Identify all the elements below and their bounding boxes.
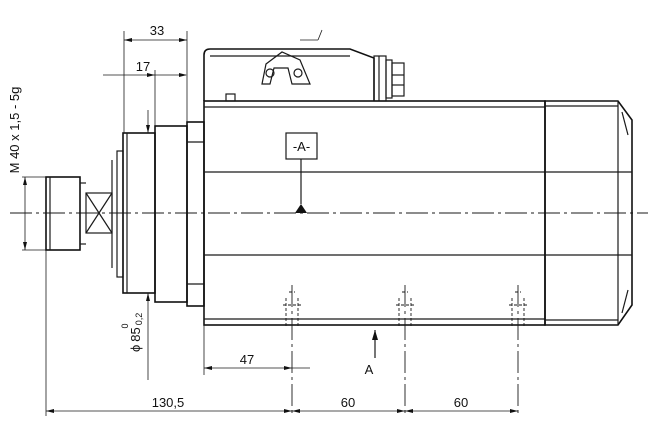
dim-47-label: 47 <box>240 352 254 367</box>
dim-60-second: 60 <box>405 395 518 413</box>
mounting-hole-2 <box>396 291 414 328</box>
dim-130-5-label: 130,5 <box>152 395 185 410</box>
datum-marker: -A- <box>285 132 318 213</box>
view-arrow: A <box>365 330 378 377</box>
diameter-tol-upper: 0 <box>120 323 130 328</box>
dim-33: 33 <box>123 23 188 133</box>
dim-17-label: 17 <box>136 59 150 74</box>
dim-33-label: 33 <box>150 23 164 38</box>
dim-60-first-label: 60 <box>341 395 355 410</box>
dim-130-5: 130,5 <box>45 250 292 416</box>
dim-17: 17 <box>103 59 187 126</box>
thread-label: M 40 x 1,5 - 5g <box>7 87 22 174</box>
front-flange <box>116 121 205 307</box>
diameter-tol-lower: 0,2 <box>134 313 144 326</box>
view-label: A <box>365 362 374 377</box>
rear-cap <box>544 100 633 326</box>
diameter-dimension: ϕ85 0 0,2 <box>120 110 150 380</box>
dim-60-first: 60 <box>292 395 405 413</box>
diameter-label: ϕ85 <box>128 327 143 352</box>
dim-47: 47 <box>203 306 310 375</box>
datum-label: -A- <box>293 139 310 154</box>
tool-nut <box>45 160 113 268</box>
connector <box>203 29 405 102</box>
dim-60-second-label: 60 <box>454 395 468 410</box>
thread-dimension: M 40 x 1,5 - 5g <box>7 87 46 251</box>
